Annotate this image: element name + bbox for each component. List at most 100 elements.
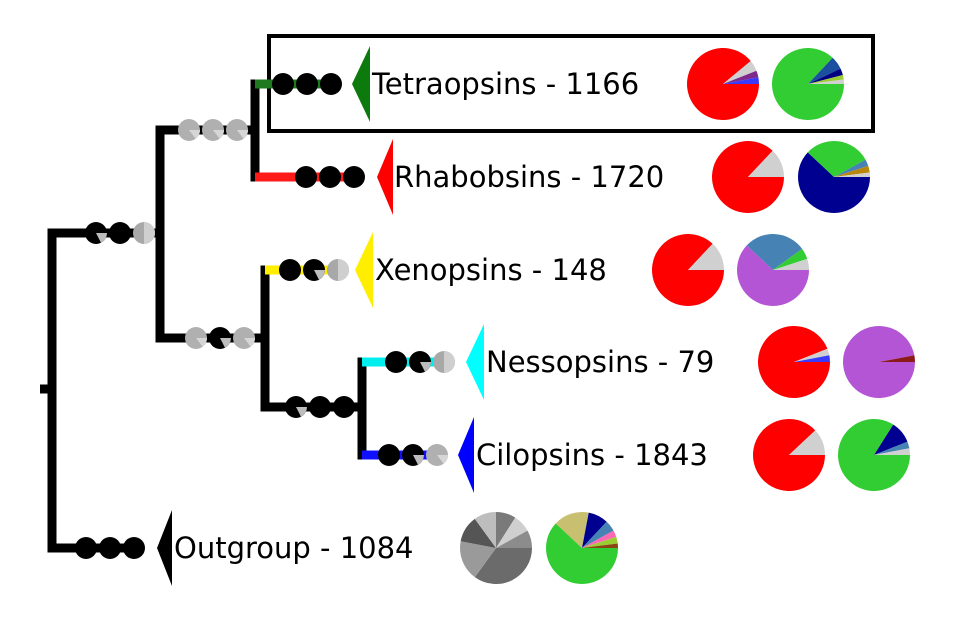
support-circle-wedge: [296, 407, 307, 417]
support-circle: [320, 73, 342, 95]
support-circle: [333, 396, 355, 418]
pie-slice: [807, 140, 866, 177]
pie-slice: [773, 248, 808, 270]
pie-slice: [808, 79, 844, 84]
pie-chart-1: [687, 48, 759, 121]
support-circle: [309, 396, 331, 418]
clade-label: Nessopsins - 79: [486, 345, 714, 379]
pie-slice: [758, 326, 830, 399]
ness-cil-node: [285, 396, 355, 418]
support-circle: [123, 537, 145, 559]
pie-slice: [582, 543, 618, 548]
clade-rhabobsins: Rhabobsins - 1720: [255, 139, 870, 215]
pie-chart-2: [545, 512, 618, 585]
collapsed-clade-triangle: [377, 139, 393, 215]
support-circle-shade: [237, 130, 248, 139]
collapsed-clade-triangle: [355, 232, 373, 308]
support-circle: [343, 166, 365, 188]
collapsed-clade-triangle: [157, 510, 172, 586]
clade-tetraopsins: Tetraopsins - 1166: [255, 34, 875, 133]
support-circle-shade: [213, 130, 224, 139]
pie-slice: [582, 530, 617, 548]
support-circle-wedge: [420, 362, 431, 372]
pie-slice: [746, 234, 803, 270]
pie-chart-1: [460, 512, 532, 585]
pie-slice: [874, 424, 908, 455]
pie-chart-1: [651, 234, 724, 306]
pie-slice: [748, 150, 784, 177]
support-circle-shade: [437, 455, 448, 464]
internal-node-layer: [85, 119, 355, 418]
pie-chart-2: [842, 325, 915, 398]
pie-slice: [460, 541, 496, 578]
support-circle-wedge: [220, 338, 231, 348]
pie-slice: [808, 68, 843, 84]
support-circle-wedge: [413, 455, 425, 465]
pie-chart-2: [737, 234, 809, 306]
pie-slice: [789, 430, 825, 455]
tetra-rhab-node: [178, 119, 248, 141]
collapsed-clade-triangle: [466, 324, 484, 400]
clade-label: Cilopsins - 1843: [476, 438, 708, 472]
collapsed-clade-triangle: [458, 417, 474, 493]
support-circle: [75, 537, 97, 559]
support-circle: [272, 73, 294, 95]
clade-outgroup: Outgroup - 1084: [52, 510, 618, 586]
pie-slice: [794, 348, 830, 362]
clade-xenopsins: Xenopsins - 148: [265, 232, 809, 308]
pie-slice: [842, 325, 915, 398]
pie-slice: [688, 243, 724, 270]
pie-slice: [838, 418, 910, 491]
clade-label: Tetraopsins - 1166: [371, 67, 639, 101]
pie-slice: [723, 61, 757, 84]
pie-slice: [474, 512, 496, 548]
support-circle: [295, 166, 317, 188]
pie-chart-1: [758, 326, 830, 399]
pie-slice: [808, 57, 841, 84]
clade-label: Outgroup - 1084: [174, 531, 414, 565]
pie-slice: [460, 518, 496, 548]
support-circle-wedge: [314, 270, 325, 280]
pie-slice: [582, 521, 614, 548]
support-circle-wedge: [96, 233, 107, 243]
support-circle: [385, 351, 407, 373]
support-circle-wedge: [144, 222, 155, 244]
clade-nessopsins: Nessopsins - 79: [362, 324, 915, 400]
pie-chart-2: [838, 418, 910, 491]
pie-slice: [712, 141, 784, 214]
support-circle: [109, 222, 131, 244]
pie-slice: [582, 512, 607, 548]
support-circle: [296, 73, 318, 95]
pie-chart-2: [798, 140, 870, 214]
pie-slice: [555, 512, 589, 548]
pie-chart-1: [753, 418, 825, 491]
pie-slice: [834, 159, 869, 177]
pie-slice: [834, 165, 870, 177]
support-circle-wedge: [338, 259, 349, 281]
pie-slice: [874, 448, 910, 455]
pie-slice: [808, 75, 844, 84]
pie-chart-2: [772, 47, 844, 121]
collapsed-clade-triangle: [352, 46, 370, 122]
tree-branches: [40, 79, 367, 553]
support-circle: [378, 444, 400, 466]
pie-slice: [545, 523, 618, 585]
pie-slice: [723, 70, 759, 84]
support-circle-shade: [244, 338, 255, 347]
pie-slice: [582, 536, 618, 548]
pie-slice: [687, 48, 759, 121]
pie-slice: [474, 548, 532, 585]
pie-slice: [737, 245, 809, 306]
pie-chart-1: [712, 141, 784, 214]
clade-label: Rhabobsins - 1720: [394, 160, 664, 194]
pie-slice: [773, 258, 809, 270]
support-circle: [99, 537, 121, 559]
root-node: [85, 222, 155, 244]
pie-slice: [723, 77, 759, 84]
pie-slice: [874, 441, 910, 455]
pie-slice: [496, 530, 532, 548]
support-circle: [279, 259, 301, 281]
support-circle-shade: [196, 338, 207, 347]
